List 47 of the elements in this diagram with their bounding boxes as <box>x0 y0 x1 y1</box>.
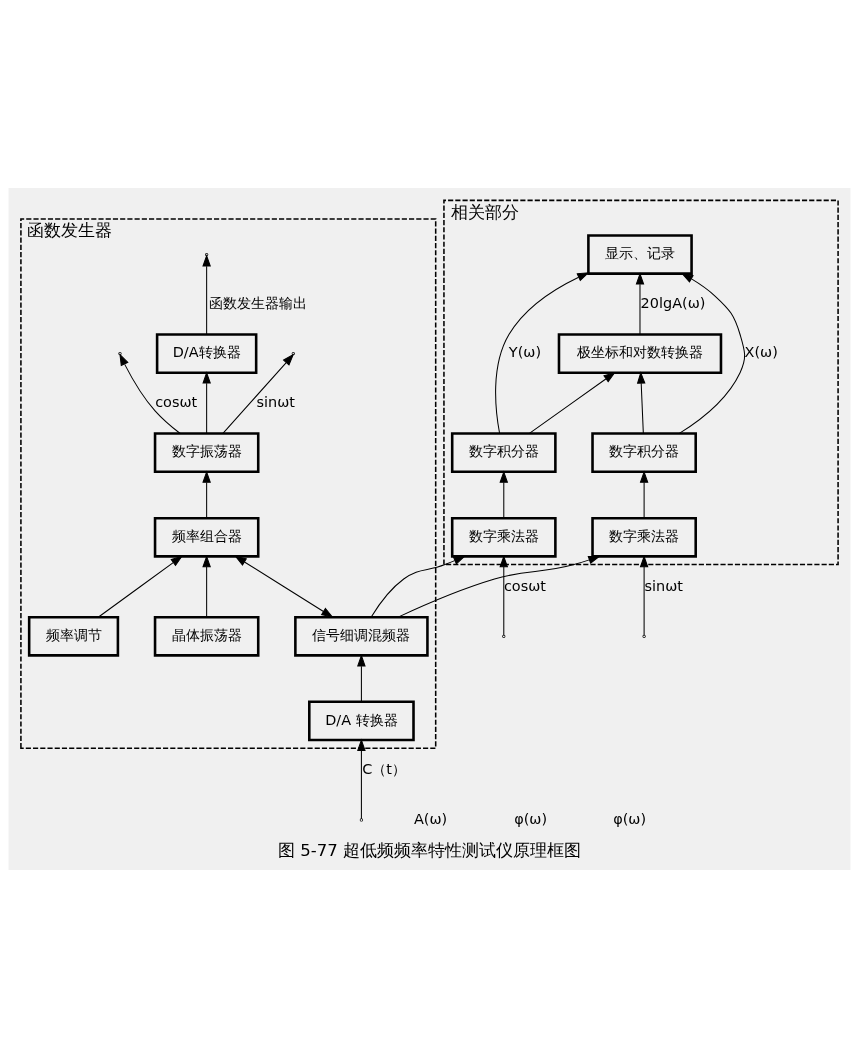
node-box: 数字振荡器 <box>153 431 260 473</box>
label: φ(ω) <box>514 810 548 827</box>
arrow <box>357 738 366 819</box>
edge-label: cosωt <box>155 393 198 410</box>
arrow <box>202 370 211 434</box>
edge-label: 20lgA(ω) <box>640 294 706 311</box>
arrow <box>639 469 649 518</box>
node-box: 数字积分器 <box>591 431 697 473</box>
edge-label: Y(ω) <box>508 343 542 360</box>
node-box: 数字乘法器 <box>591 516 697 558</box>
node-box: 显示、记录 <box>587 233 693 275</box>
edge-label: C（t） <box>362 760 406 777</box>
arrow <box>397 555 601 618</box>
label: φ(ω) <box>613 810 647 827</box>
edge-label: sinωt <box>256 393 295 410</box>
node-box: 晶体振荡器 <box>153 615 260 657</box>
arrow <box>357 653 366 702</box>
edge-label: sinωt <box>644 577 683 594</box>
arrow <box>635 271 645 335</box>
arrow <box>678 272 746 434</box>
node-box: D/A 转换器 <box>308 700 415 741</box>
caption: 图 5-77 超低频频率特性测试仪原理框图 <box>278 840 581 860</box>
arrow <box>499 469 509 518</box>
node-box: D/A转换器 <box>155 332 258 374</box>
arrow <box>119 352 181 434</box>
arrow <box>528 371 616 434</box>
arrow <box>202 554 211 618</box>
edge-label: cosωt <box>503 577 546 594</box>
node-box: 数字乘法器 <box>450 516 557 558</box>
arrow <box>98 555 183 618</box>
node-box: 频率组合器 <box>153 516 260 558</box>
arrow <box>202 253 211 335</box>
arrow <box>202 469 211 518</box>
node-box: 极坐标和对数转换器 <box>557 332 723 374</box>
node-box: 信号细调混频器 <box>294 615 429 657</box>
arrow <box>499 554 509 636</box>
label: A(ω) <box>413 810 448 827</box>
arrow <box>370 555 466 618</box>
arrow <box>222 353 295 434</box>
edge-label: X(ω) <box>744 343 778 360</box>
node-box: 频率调节 <box>27 615 120 657</box>
arrow <box>495 271 590 434</box>
arrow <box>234 555 334 618</box>
arrow <box>636 370 646 434</box>
arrow <box>639 554 649 636</box>
edge-label: 函数发生器输出 <box>209 294 308 311</box>
node-box: 数字积分器 <box>450 431 557 473</box>
